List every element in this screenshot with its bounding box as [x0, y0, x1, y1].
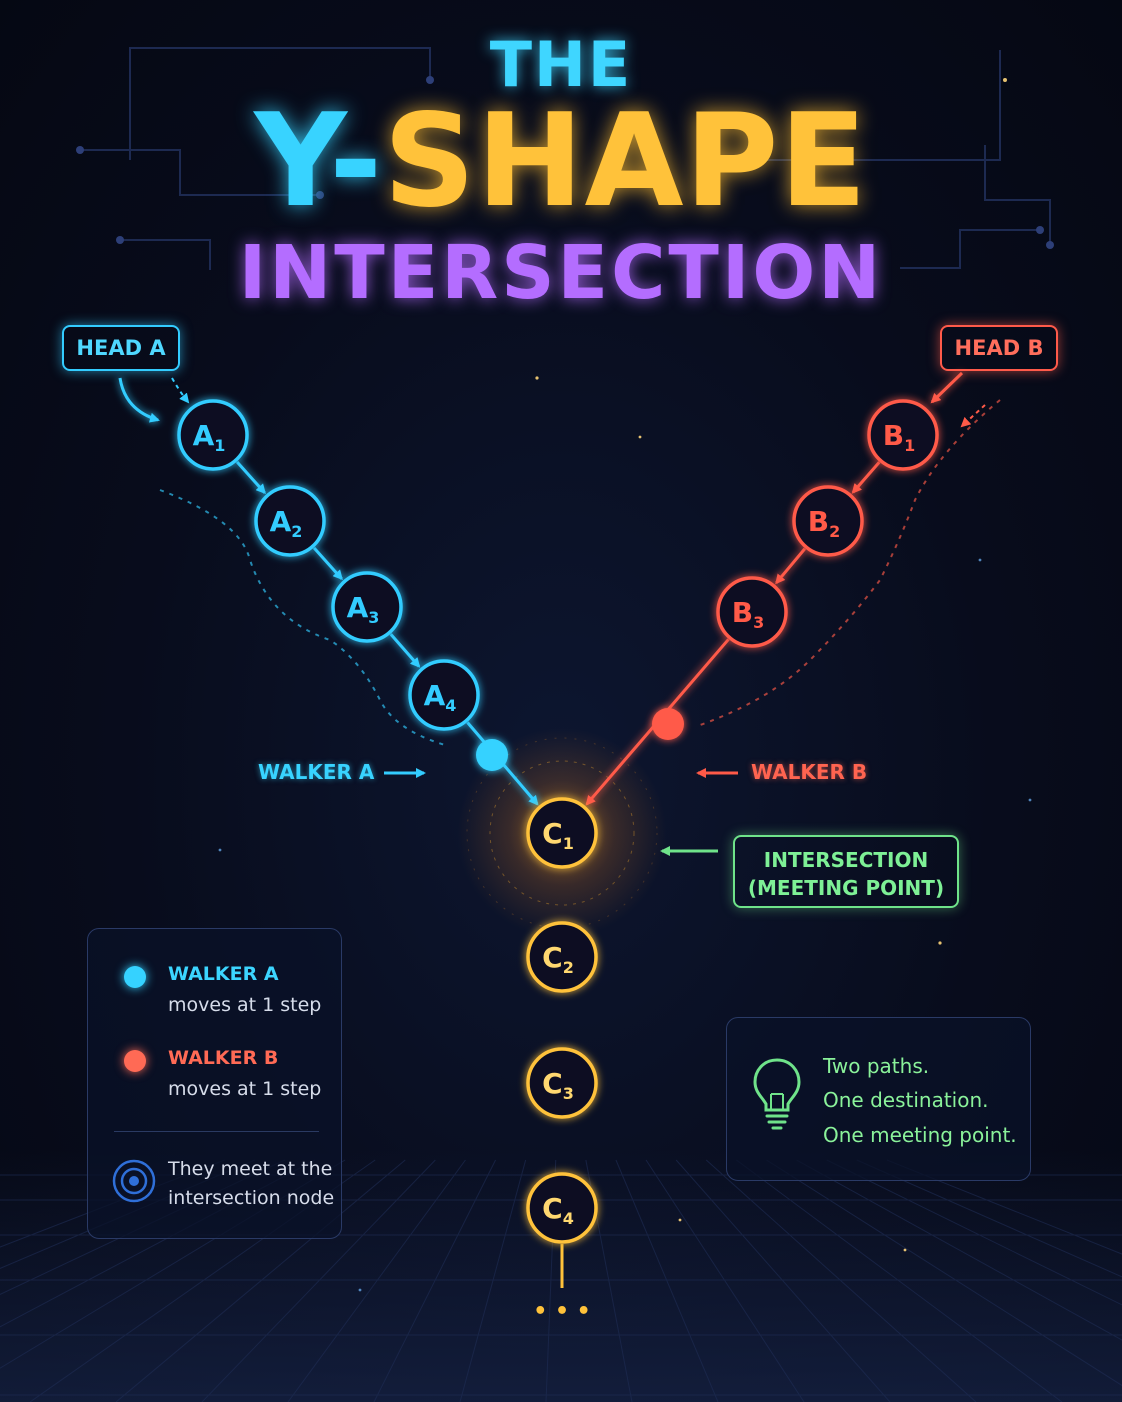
head-b-dashed-arrow	[960, 404, 986, 428]
node-b1: B1	[867, 399, 939, 471]
legend-meet-line-1: They meet at the	[168, 1158, 333, 1180]
node-a4: A4	[408, 659, 480, 731]
link-a2-a3	[312, 546, 343, 581]
intersection-callout: INTERSECTION (MEETING POINT)	[733, 835, 959, 908]
title-line-2: Y-SHAPE	[0, 92, 1122, 232]
walker-b-legend-dot	[124, 1050, 146, 1072]
node-a2: A2	[254, 485, 326, 557]
target-icon	[112, 1159, 156, 1203]
title-line-3: INTERSECTION	[238, 230, 884, 316]
node-circle	[526, 797, 598, 869]
quote-panel: Two paths. One destination. One meeting …	[726, 1017, 1031, 1181]
intersection-callout-line-2: (MEETING POINT)	[747, 876, 945, 900]
node-circle	[331, 571, 403, 643]
legend-divider	[114, 1131, 319, 1132]
legend-walker-a-desc: moves at 1 step	[168, 994, 322, 1016]
intersection-callout-line-1: INTERSECTION	[763, 848, 929, 872]
quote-line-3: One meeting point.	[823, 1123, 1017, 1147]
lightbulb-icon	[753, 1058, 801, 1130]
node-label: C1	[542, 817, 574, 853]
head-b-label: HEAD B	[940, 325, 1058, 371]
quote-line-1: Two paths.	[823, 1054, 930, 1078]
link-b1-b2	[851, 461, 881, 494]
legend-walker-a-name: WALKER A	[168, 963, 279, 985]
node-label: A3	[347, 591, 380, 627]
walker-a-label: WALKER A	[258, 760, 375, 784]
quote-line-2: One destination.	[823, 1088, 989, 1112]
legend-meet-line-2: intersection node	[168, 1187, 335, 1209]
continuation-dots: • • •	[533, 1299, 591, 1324]
node-c4: C4	[526, 1172, 598, 1244]
head-a-arrow	[118, 377, 160, 423]
walker-b-trail	[699, 399, 1001, 726]
title-shape-part: SHAPE	[383, 87, 868, 236]
node-circle	[716, 576, 788, 648]
head-a-label: HEAD A	[62, 325, 180, 371]
intersection-ring	[489, 760, 635, 906]
title-y-part: Y-	[254, 87, 384, 236]
walker-a-dot	[476, 739, 508, 771]
node-circle	[254, 485, 326, 557]
walker-b-dot	[652, 708, 684, 740]
legend-walker-b-name: WALKER B	[168, 1047, 279, 1069]
walker-b-label: WALKER B	[751, 760, 868, 784]
link-a3-a4	[389, 633, 421, 668]
legend-walker-b-desc: moves at 1 step	[168, 1078, 322, 1100]
node-circle	[408, 659, 480, 731]
node-a3: A3	[331, 571, 403, 643]
node-circle	[792, 485, 864, 557]
node-circle	[867, 399, 939, 471]
title-line-1: THE	[489, 28, 633, 101]
walker-a-trail	[159, 489, 446, 746]
head-b-arrow	[930, 371, 964, 404]
node-c1: C1	[526, 797, 598, 869]
node-b2: B2	[792, 485, 864, 557]
node-a1: A1	[177, 399, 249, 471]
link-b2-b3	[775, 547, 807, 585]
link-a1-a2	[235, 460, 266, 495]
node-circle	[526, 1172, 598, 1244]
head-a-dashed-arrow	[171, 377, 190, 404]
node-c3: C3	[526, 1047, 598, 1119]
node-b3: B3	[716, 576, 788, 648]
node-circle	[526, 1047, 598, 1119]
node-label: C3	[542, 1067, 574, 1103]
node-circle	[526, 921, 598, 993]
walker-a-legend-dot	[124, 966, 146, 988]
intersection-ring-outer	[466, 737, 658, 929]
node-c2: C2	[526, 921, 598, 993]
node-circle	[177, 399, 249, 471]
legend-panel: WALKER A moves at 1 step WALKER B moves …	[87, 928, 342, 1239]
